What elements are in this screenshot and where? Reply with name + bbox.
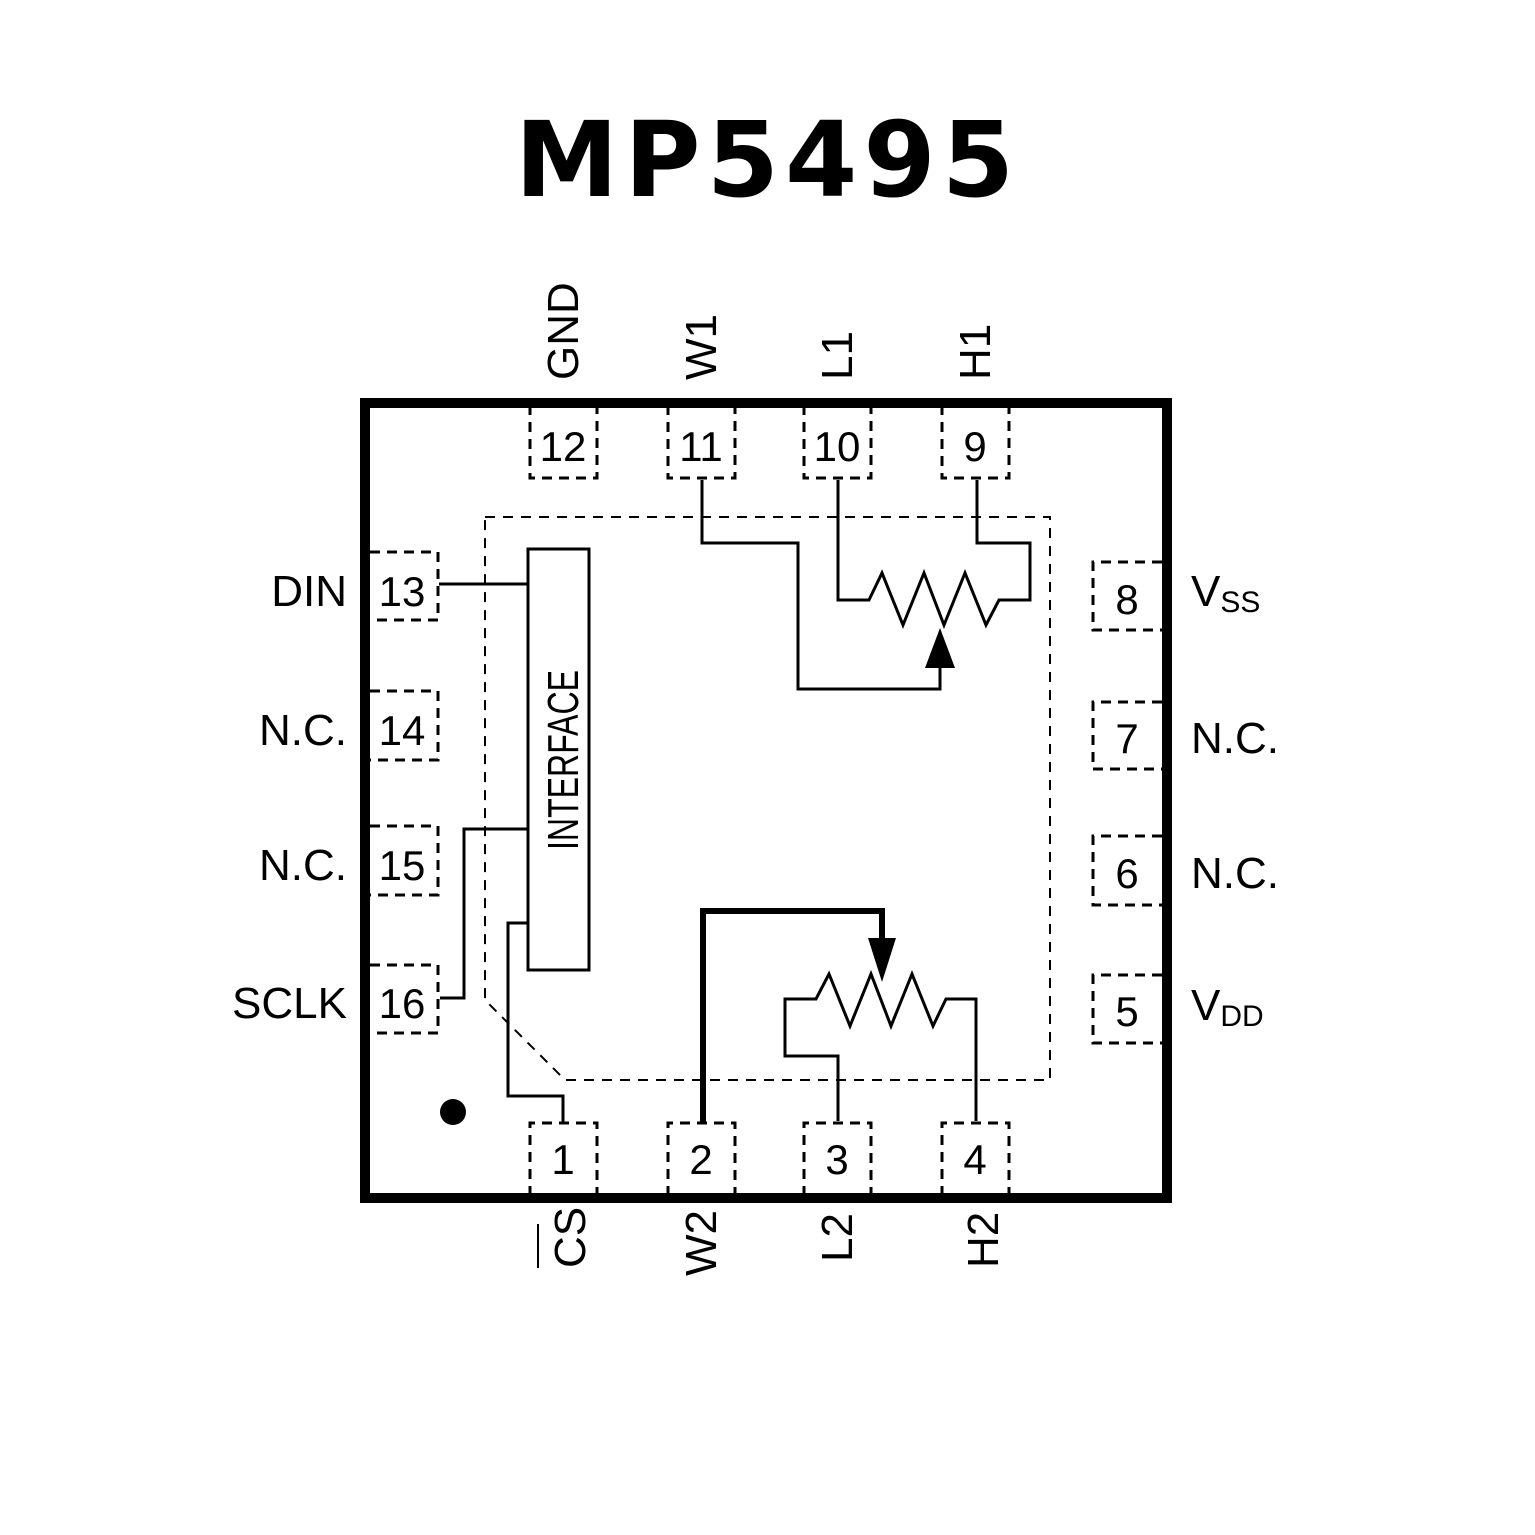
wiper-arrow-1-icon [925, 628, 955, 668]
pin-number-11: 11 [679, 423, 723, 470]
pin-name-gnd: GND [539, 282, 588, 380]
pad-11 [666, 405, 737, 480]
interface-block [526, 547, 591, 972]
pin-name-vss: VSS [1191, 567, 1260, 619]
pin-name-cs: CS [546, 1207, 595, 1268]
interface-wires [439, 582, 565, 1123]
pad-10 [802, 405, 873, 480]
pin-name-din: DIN [271, 567, 347, 616]
pin-number-5: 5 [1115, 988, 1138, 1035]
bottom-pads [528, 1121, 1011, 1196]
pin-name-l1: L1 [813, 331, 862, 380]
pin-name-nc-15: N.C. [259, 841, 347, 890]
pin-number-4: 4 [963, 1136, 986, 1183]
pin-name-h2: H2 [959, 1212, 1008, 1268]
pad-12 [528, 405, 599, 480]
wire-cs [506, 921, 565, 1123]
wire-sclk [440, 827, 528, 1000]
chip-title: MP5495 [514, 99, 1021, 221]
pad-16 [370, 963, 440, 1035]
pin-name-w2: W2 [677, 1210, 726, 1276]
pin-number-1: 1 [551, 1136, 574, 1183]
pin-number-3: 3 [825, 1136, 848, 1183]
pin-number-8: 8 [1115, 576, 1138, 623]
pin-number-6: 6 [1115, 850, 1138, 897]
pad-8 [1091, 560, 1162, 632]
top-pads [528, 405, 1011, 480]
pin-number-13: 13 [379, 568, 426, 615]
pin-number-12: 12 [540, 423, 587, 470]
die-boundary [484, 516, 1051, 1081]
wiper-arrow-2-icon [868, 938, 896, 982]
pin-name-nc-7: N.C. [1191, 714, 1279, 763]
pin-name-sclk: SCLK [232, 979, 347, 1028]
pin-number-14: 14 [379, 707, 426, 754]
pin-name-vdd: VDD [1191, 981, 1264, 1033]
pad-14 [370, 689, 440, 762]
pad-5 [1091, 973, 1162, 1045]
pad-3 [802, 1121, 873, 1196]
left-pads [370, 550, 440, 1035]
pin-name-nc-14: N.C. [259, 706, 347, 755]
wire-w2 [700, 908, 885, 1123]
interface-label: INTERFACE [539, 670, 588, 850]
pin-number-15: 15 [379, 842, 426, 889]
pad-6 [1091, 834, 1162, 907]
pin-name-nc-6: N.C. [1191, 849, 1279, 898]
pin-number-7: 7 [1115, 715, 1138, 762]
pad-15 [370, 824, 440, 897]
pin-number-9: 9 [963, 423, 986, 470]
pin-number-2: 2 [689, 1136, 712, 1183]
pad-7 [1091, 700, 1162, 771]
pad-13 [370, 550, 440, 622]
pin1-marker-icon [440, 1099, 466, 1125]
wire-w1 [700, 480, 942, 691]
right-pads [1091, 560, 1162, 1045]
potentiometer-1 [700, 480, 1032, 691]
pin-number-16: 16 [379, 980, 426, 1027]
pad-9 [940, 405, 1011, 480]
pin-name-h1: H1 [951, 324, 1000, 380]
resistor-1 [836, 480, 1032, 630]
pad-4 [940, 1121, 1011, 1196]
pin-name-l2: L2 [813, 1213, 862, 1262]
resistor-2 [783, 969, 978, 1121]
potentiometer-2 [700, 908, 978, 1123]
pin-name-w1: W1 [677, 314, 726, 380]
pin-number-10: 10 [814, 423, 861, 470]
package-outline [360, 398, 1172, 1203]
